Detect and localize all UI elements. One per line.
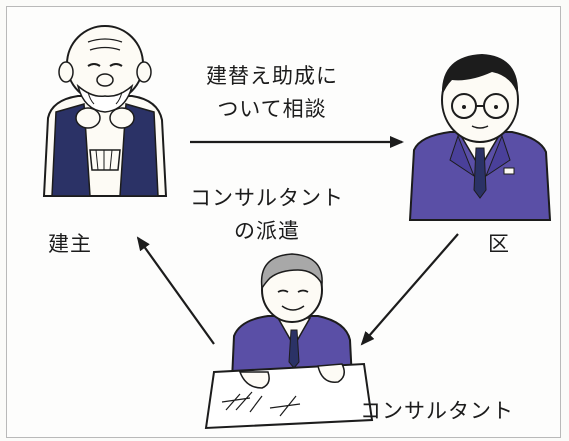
arrow-consultant-to-owner xyxy=(136,236,215,345)
ward-label: 区 xyxy=(488,232,510,256)
dispatch-label: コンサルタント の派遣 xyxy=(190,182,344,248)
consultation-label-line2: ついて相談 xyxy=(217,97,327,121)
arrow-ward-to-consultant xyxy=(360,233,459,346)
consultant-label: コンサルタント xyxy=(360,399,514,423)
consultation-label-line1: 建替え助成に xyxy=(206,64,338,88)
dispatch-label-line1: コンサルタント xyxy=(190,186,344,210)
dispatch-label-line2: の派遣 xyxy=(234,219,300,243)
consultation-label: 建替え助成に ついて相談 xyxy=(206,60,338,126)
ward-official-figure xyxy=(408,54,552,221)
owner-label: 建主 xyxy=(48,232,92,256)
owner-figure xyxy=(42,25,168,197)
consultant-figure xyxy=(204,253,374,430)
